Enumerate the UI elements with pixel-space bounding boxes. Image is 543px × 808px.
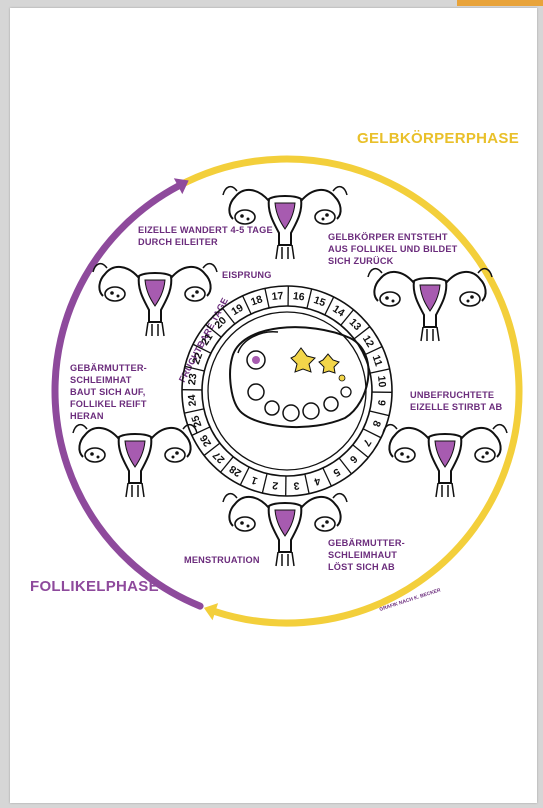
annotation-unfertilized-egg: UNBEFRUCHTETE EIZELLE STIRBT AB — [410, 390, 503, 412]
svg-text:SCHLEIMHAUT: SCHLEIMHAUT — [328, 550, 397, 560]
annotation-lining-sheds: GEBÄRMUTTER- SCHLEIMHAUT LÖST SICH AB — [328, 538, 405, 572]
day-number: 9 — [375, 399, 388, 406]
day-divider — [184, 409, 204, 413]
day-number: 5 — [331, 465, 342, 478]
uterus-illustration-lower-left — [73, 425, 197, 497]
day-number: 24 — [186, 394, 199, 407]
day-number: 18 — [249, 293, 264, 308]
annotation-menstruation: MENSTRUATION — [184, 555, 260, 565]
day-number: 19 — [229, 302, 245, 318]
day-divider — [307, 289, 312, 308]
day-number: 27 — [211, 449, 228, 466]
day-number: 3 — [293, 479, 300, 492]
day-divider — [363, 429, 381, 438]
day-divider — [339, 458, 351, 474]
day-number: 13 — [347, 316, 364, 333]
corner-tab — [457, 0, 543, 6]
day-number: 26 — [198, 432, 214, 448]
uterus-illustration-upper-right — [368, 269, 492, 341]
uterus-illustration-upper-left — [93, 264, 217, 336]
svg-text:UNBEFRUCHTETE: UNBEFRUCHTETE — [410, 390, 494, 400]
svg-text:LÖST SICH AB: LÖST SICH AB — [328, 562, 395, 572]
day-number: 23 — [186, 372, 199, 385]
svg-text:SICH ZURÜCK: SICH ZURÜCK — [328, 256, 394, 266]
day-number: 28 — [227, 463, 243, 480]
day-divider — [370, 369, 390, 373]
day-number: 6 — [347, 453, 360, 466]
day-number: 10 — [375, 375, 388, 388]
day-number: 11 — [370, 354, 385, 368]
day-number: 4 — [312, 474, 322, 487]
day-number: 14 — [330, 303, 346, 320]
uterus-illustration-lower-right — [383, 425, 507, 497]
day-divider — [323, 468, 331, 486]
day-divider — [370, 411, 389, 416]
svg-text:GELBKÖRPER ENTSTEHT: GELBKÖRPER ENTSTEHT — [328, 232, 448, 242]
annotation-egg-travels: EIZELLE WANDERT 4-5 TAGE DURCH EILEITER — [138, 225, 273, 247]
svg-text:SCHLEIMHAT: SCHLEIMHAT — [70, 375, 132, 385]
center-ovary-illustration — [230, 327, 368, 427]
svg-text:BAUT SICH AUF,: BAUT SICH AUF, — [70, 387, 145, 397]
day-divider — [305, 474, 309, 494]
svg-text:GEBÄRMUTTER-: GEBÄRMUTTER- — [70, 363, 147, 373]
svg-text:EIZELLE WANDERT 4-5 TAGE: EIZELLE WANDERT 4-5 TAGE — [138, 225, 273, 235]
svg-text:EIZELLE STIRBT AB: EIZELLE STIRBT AB — [410, 402, 503, 412]
svg-text:GEBÄRMUTTER-: GEBÄRMUTTER- — [328, 538, 405, 548]
day-number: 22 — [190, 351, 205, 366]
svg-text:AUS FOLLIKEL UND BILDET: AUS FOLLIKEL UND BILDET — [328, 244, 458, 254]
luteal-phase-label: GELBKÖRPERPHASE — [357, 130, 519, 147]
day-number: 16 — [292, 290, 305, 303]
annotation-corpus-luteum: GELBKÖRPER ENTSTEHT AUS FOLLIKEL UND BIL… — [328, 232, 458, 266]
svg-text:FOLLIKEL REIFT: FOLLIKEL REIFT — [70, 399, 147, 409]
follicular-phase-label: FOLLIKELPHASE — [30, 578, 159, 595]
day-number: 2 — [271, 479, 278, 492]
day-number: 15 — [312, 294, 327, 309]
day-number: 7 — [360, 437, 373, 449]
annotation-ovulation: EISPRUNG — [222, 270, 272, 280]
day-number: 17 — [271, 290, 284, 303]
day-number: 25 — [189, 414, 204, 429]
menstrual-cycle-diagram: GELBKÖRPERPHASE FOLLIKELPHASE EIZELLE WA… — [10, 8, 537, 803]
svg-text:DURCH EILEITER: DURCH EILEITER — [138, 237, 218, 247]
day-number: 8 — [370, 419, 383, 429]
day-number: 1 — [250, 474, 260, 487]
svg-text:HERAN: HERAN — [70, 411, 104, 421]
day-divider — [262, 474, 267, 493]
diagram-page: GELBKÖRPERPHASE FOLLIKELPHASE EIZELLE WA… — [10, 8, 537, 803]
day-divider — [265, 288, 269, 308]
annotation-lining-builds: GEBÄRMUTTER- SCHLEIMHAT BAUT SICH AUF, F… — [70, 363, 147, 421]
